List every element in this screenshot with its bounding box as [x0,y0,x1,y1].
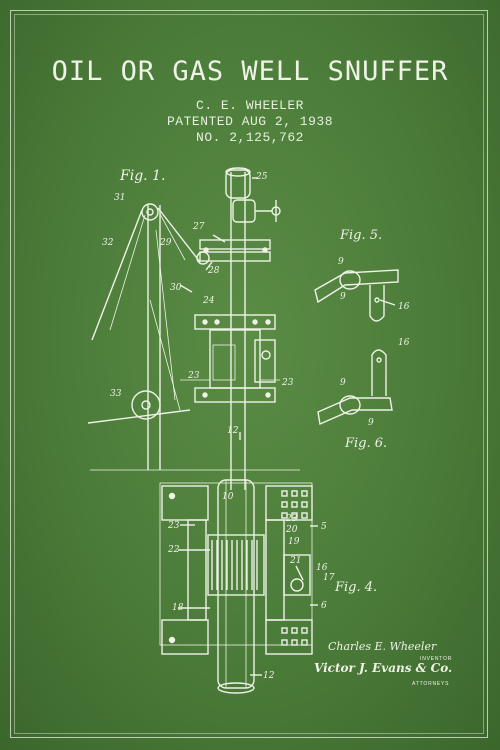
ref-28: 28 [208,266,220,276]
ref-30: 30 [170,283,182,293]
fig5-label: Fig. 5. [340,228,383,243]
inventor-line: C. E. WHEELER [196,98,304,113]
ref-25: 25 [256,172,268,182]
ref-33: 33 [110,389,122,399]
poster-title: OIL OR GAS WELL SNUFFER [51,56,449,87]
ref-9-fig6-bottom: 9 [368,418,374,428]
fig5-bracket [314,269,399,322]
attorneys-signature: Victor J. Evans & Co. [314,661,453,675]
ref-31: 31 [114,193,126,203]
ref-27: 27 [193,222,205,232]
ref-12-top: 12 [227,426,239,436]
ref-24: 24 [203,296,215,306]
ref-23-lower-left: 23 [168,521,180,531]
ref-19: 19 [288,537,300,547]
ref-10: 10 [222,492,234,502]
ref-20: 20 [286,525,298,535]
ref-5: 5 [321,522,327,532]
ref-29: 29 [160,238,172,248]
outer-border [10,10,488,738]
ref-9-fig6-top: 9 [340,378,346,388]
inventor-caption: INVENTOR [420,656,453,662]
ref-32: 32 [102,238,114,248]
patent-number-line: NO. 2,125,762 [196,130,304,145]
fig6-label: Fig. 6. [345,436,388,451]
ref-23-left: 23 [188,371,200,381]
fig4-label: Fig. 4. [335,580,378,595]
ref-16-fig6: 16 [398,338,410,348]
ref-23-lower-right: 23 [286,514,298,524]
ref-6: 6 [321,601,327,611]
ref-16-fig4: 16 [316,563,328,573]
ref-9-fig5-top: 9 [338,257,344,267]
fig1-assembly [87,167,300,490]
attorneys-caption: ATTORNEYS [412,681,450,687]
ref-18: 18 [172,603,184,613]
inner-border [14,14,484,734]
ref-23-right: 23 [282,378,294,388]
ref-22: 22 [168,545,180,555]
fig4-assembly [159,479,313,694]
ref-16-fig5: 16 [398,302,410,312]
ref-21: 21 [290,556,302,566]
ref-9-fig5-bottom: 9 [340,292,346,302]
fig1-label: Fig. 1. [120,168,166,184]
patent-date-line: PATENTED AUG 2, 1938 [166,114,334,129]
ref-12-bottom: 12 [263,671,275,681]
fig6-bracket [317,349,393,426]
ref-17: 17 [323,573,335,583]
inventor-signature: Charles E. Wheeler [328,640,437,653]
